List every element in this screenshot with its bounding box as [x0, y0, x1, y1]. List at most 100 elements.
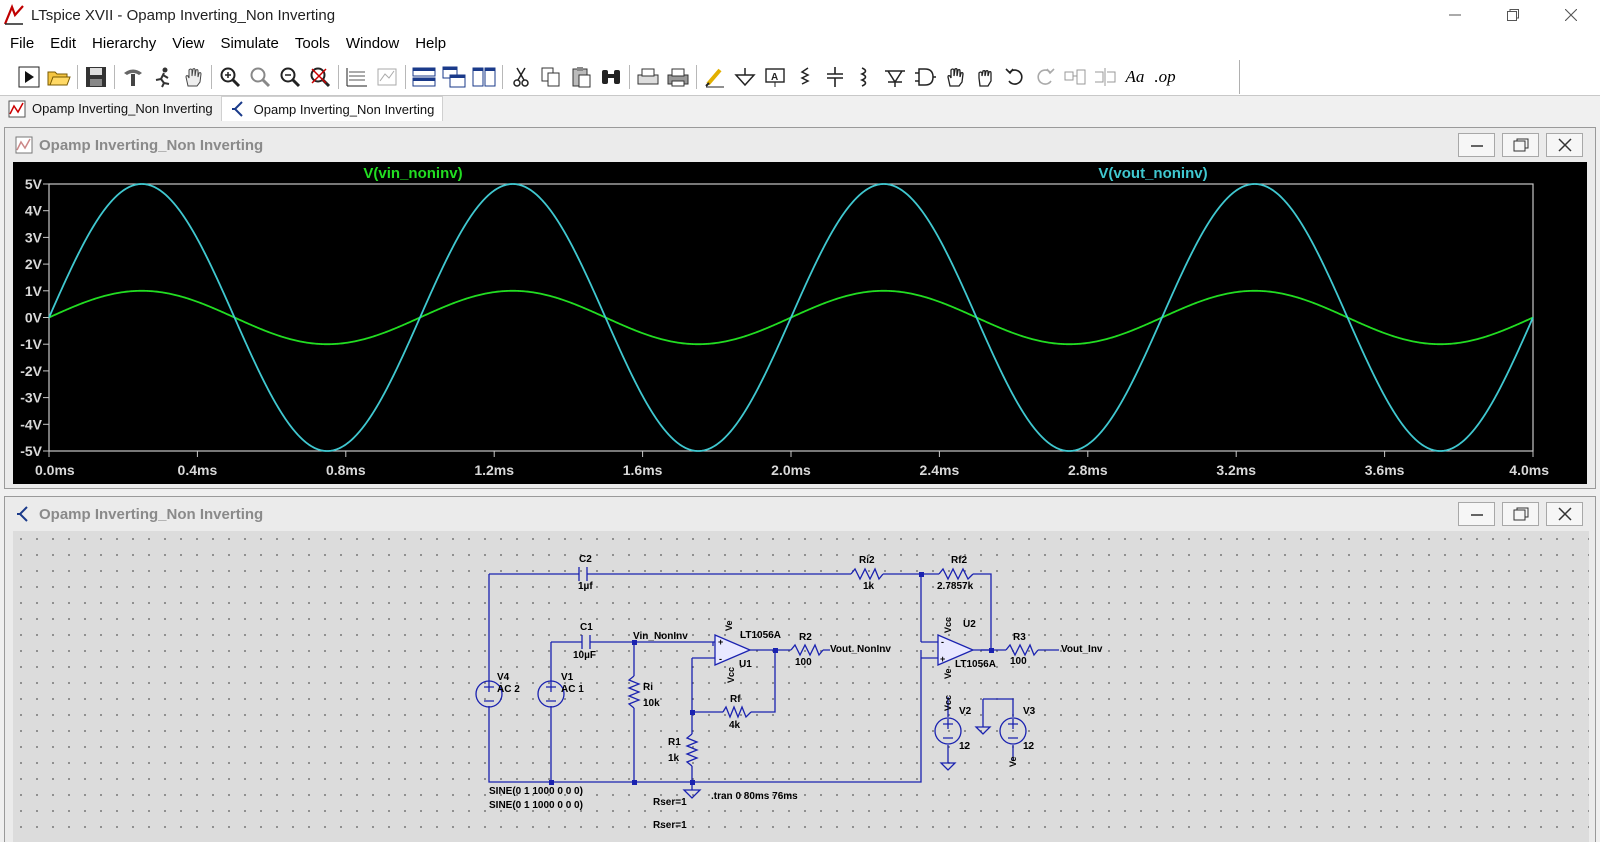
schematic-window: Opamp Inverting_Non Inverting [4, 496, 1596, 842]
y-tick-label: -3V [20, 390, 42, 406]
tab-schematic[interactable]: Opamp Inverting_Non Inverting [220, 96, 444, 121]
schematic-window-title: Opamp Inverting_Non Inverting [39, 505, 264, 523]
find-button[interactable] [596, 62, 626, 92]
zoom-area-icon [250, 67, 271, 88]
schematic-window-controls [1458, 502, 1583, 526]
cut-button[interactable] [506, 62, 536, 92]
schematic-minimize-button[interactable] [1458, 502, 1495, 526]
c1-value: 10µF [573, 650, 596, 661]
close-button[interactable] [1542, 0, 1600, 30]
svg-text:+: + [940, 654, 945, 664]
schematic-close-button[interactable] [1546, 502, 1583, 526]
control-panel-button[interactable] [118, 62, 148, 92]
schematic-canvas[interactable]: +- -+ C2 1µf Ri2 1k Rf2 2.7857k C1 10µF … [13, 531, 1589, 842]
menu-view[interactable]: View [172, 35, 205, 52]
menu-edit[interactable]: Edit [50, 35, 77, 52]
menu-hierarchy[interactable]: Hierarchy [92, 35, 157, 52]
run-sim-button[interactable] [148, 62, 178, 92]
waveform-minimize-button[interactable] [1458, 133, 1495, 157]
print-button[interactable] [663, 62, 693, 92]
title-bar: LTspice XVII - Opamp Inverting_Non Inver… [0, 0, 1600, 30]
tile-horizontal-button[interactable] [409, 62, 439, 92]
ri2-value: 1k [863, 581, 875, 592]
redo-button[interactable] [1030, 62, 1060, 92]
autorange-button[interactable] [342, 62, 372, 92]
minimize-button[interactable] [1426, 0, 1484, 30]
y-tick-label: -5V [20, 443, 42, 459]
ri2-name: Ri2 [859, 555, 875, 566]
label-net-button[interactable]: A [760, 62, 790, 92]
move-button[interactable] [940, 62, 970, 92]
restore-button[interactable] [1484, 0, 1542, 30]
zoom-in-button[interactable] [215, 62, 245, 92]
inductor-icon [859, 67, 867, 87]
x-tick-label: 2.8ms [1068, 462, 1108, 478]
rf2-value: 2.7857k [937, 581, 974, 592]
window-title: LTspice XVII - Opamp Inverting_Non Inver… [31, 6, 336, 24]
close-icon [1557, 138, 1572, 152]
save-button[interactable] [81, 62, 111, 92]
capacitor-icon [827, 67, 843, 87]
font-button[interactable]: Aa [1120, 62, 1150, 92]
legend-label: V(vout_noninv) [1098, 165, 1207, 182]
u2-vcc-label: Vcc [943, 617, 953, 633]
open-button[interactable] [44, 62, 74, 92]
run-button[interactable] [14, 62, 44, 92]
diode-button[interactable] [880, 62, 910, 92]
waveform-window-title: Opamp Inverting_Non Inverting [39, 136, 264, 154]
undo-icon [1005, 68, 1023, 85]
r3-name: R3 [1013, 632, 1026, 643]
tran-directive[interactable]: .tran 0 80ms 76ms [711, 791, 798, 802]
undo-button[interactable] [1000, 62, 1030, 92]
copy-button[interactable] [536, 62, 566, 92]
u1-vcc-label: Vcc [726, 667, 736, 683]
ground-button[interactable] [730, 62, 760, 92]
zoom-out-button[interactable] [275, 62, 305, 92]
legend-label: V(vin_noninv) [363, 165, 462, 182]
zoom-area-button[interactable] [245, 62, 275, 92]
cascade-button[interactable] [439, 62, 469, 92]
v4-value: AC 2 [497, 684, 520, 695]
menu-simulate[interactable]: Simulate [220, 35, 279, 52]
print-preview-button[interactable] [633, 62, 663, 92]
resistor-button[interactable] [790, 62, 820, 92]
waveform-close-button[interactable] [1546, 133, 1583, 157]
minimize-icon [1449, 14, 1461, 16]
zoom-fit-button[interactable] [305, 62, 335, 92]
menu-help[interactable]: Help [415, 35, 447, 52]
pan-button[interactable] [178, 62, 208, 92]
svg-text:-: - [719, 654, 722, 664]
tile-vertical-button[interactable] [469, 62, 499, 92]
ltspice-logo-icon [3, 4, 24, 25]
control-panel-icon [124, 69, 142, 86]
schematic-svg: +- -+ C2 1µf Ri2 1k Rf2 2.7857k C1 10µF … [475, 554, 1103, 831]
tab-waveform[interactable]: Opamp Inverting_Non Inverting [0, 96, 221, 121]
svg-text:-: - [941, 637, 944, 647]
draw-wire-button[interactable] [700, 62, 730, 92]
menu-window[interactable]: Window [345, 35, 400, 52]
close-icon [1565, 9, 1577, 21]
paste-button[interactable] [566, 62, 596, 92]
menu-file[interactable]: File [10, 35, 35, 52]
v4-sine: SINE(0 1 1000 0 0 0) [489, 786, 583, 797]
rf-name: Rf [730, 694, 741, 705]
inductor-button[interactable] [850, 62, 880, 92]
plot-settings-button[interactable] [372, 62, 402, 92]
window-controls [1426, 0, 1600, 30]
draw-wire-icon [705, 68, 724, 88]
x-tick-label: 2.0ms [771, 462, 811, 478]
drag-button[interactable] [970, 62, 1000, 92]
toolbar: A Aa .op [0, 58, 1600, 96]
spice-directive-button[interactable]: .op [1150, 62, 1180, 92]
vout-noninv-label: Vout_NonInv [830, 644, 891, 655]
menu-tools[interactable]: Tools [294, 35, 330, 52]
mirror-button[interactable] [1090, 62, 1120, 92]
capacitor-button[interactable] [820, 62, 850, 92]
component-button[interactable] [910, 62, 940, 92]
rser-label-2: Rser=1 [653, 820, 687, 831]
x-tick-label: 0.0ms [35, 462, 75, 478]
waveform-maximize-button[interactable] [1502, 133, 1539, 157]
schematic-maximize-button[interactable] [1502, 502, 1539, 526]
rotate-button[interactable] [1060, 62, 1090, 92]
